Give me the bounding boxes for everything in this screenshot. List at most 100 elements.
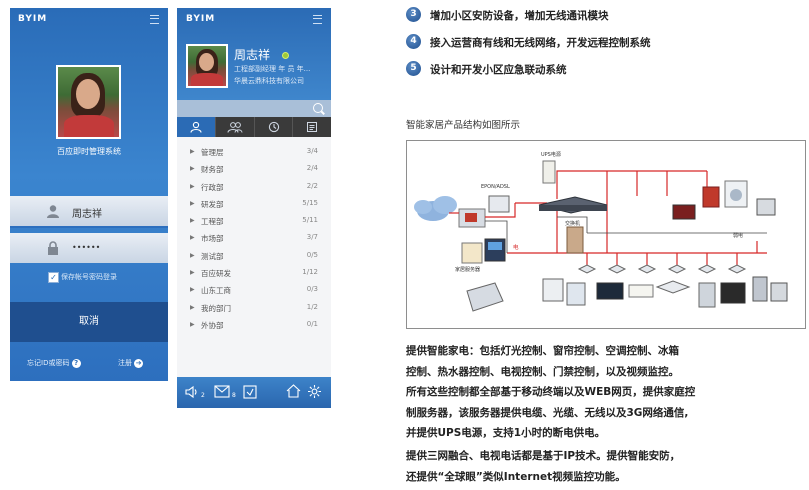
expand-arrow-icon: ▶ xyxy=(190,217,195,225)
group-row[interactable]: ▶ 我的部门 1/2 xyxy=(177,300,331,317)
tab-bar xyxy=(177,117,331,137)
group-count: 3/4 xyxy=(306,147,318,155)
group-count: 1/2 xyxy=(306,302,318,311)
volume-count: 2 xyxy=(201,392,205,399)
user-avatar[interactable] xyxy=(186,44,228,88)
remember-checkbox[interactable]: ✓ xyxy=(48,272,59,283)
forgot-label: 忘记ID或密码 xyxy=(27,359,70,367)
expand-arrow-icon: ▶ xyxy=(190,182,195,190)
online-status-icon[interactable] xyxy=(282,52,289,59)
group-row[interactable]: ▶ 财务部 2/4 xyxy=(177,161,331,178)
feature-text: 增加小区安防设备，增加无线通讯模块 xyxy=(430,10,609,22)
paragraph-line: 制服务器，该服务器提供电缆、光缆、无线以及3G网络通信, xyxy=(406,406,689,419)
meter2-device xyxy=(566,282,586,306)
fridge-device xyxy=(702,186,720,208)
sensor-device xyxy=(752,276,768,302)
phone2-device xyxy=(770,282,788,302)
group-count: 5/15 xyxy=(302,198,318,207)
tab-notes[interactable] xyxy=(293,117,331,137)
group-name: 管理层 xyxy=(201,148,224,157)
register-link[interactable]: 注册 ➔ xyxy=(118,358,144,368)
group-name: 研发部 xyxy=(201,199,224,209)
profile-header: BYIM 周志祥 工程部副经理 年 员 年... 华晨云鼎科技有限公司 xyxy=(177,8,331,100)
ups-device xyxy=(542,160,556,184)
group-row[interactable]: ▶ 工程部 5/11 xyxy=(177,213,331,230)
volume-icon[interactable] xyxy=(185,385,199,399)
router-label: EPON/ADSL xyxy=(481,184,510,190)
home-server-device xyxy=(461,242,483,264)
expand-arrow-icon: ▶ xyxy=(190,303,195,311)
group-row[interactable]: ▶ 外协部 0/1 xyxy=(177,317,331,334)
contacts-screen: BYIM 周志祥 工程部副经理 年 员 年... 华晨云鼎科技有限公司 xyxy=(177,8,331,408)
group-name: 测试部 xyxy=(201,251,224,261)
user-avatar xyxy=(56,65,121,139)
help-icon: ? xyxy=(71,358,81,368)
group-name: 外协部 xyxy=(201,320,224,330)
home-server-label: 家居服务器 xyxy=(455,266,480,273)
electricity-label: 电 xyxy=(513,243,519,251)
ups-label: UPS电源 xyxy=(541,151,561,158)
monitor-device xyxy=(596,282,624,300)
register-label: 注册 xyxy=(118,359,132,367)
forgot-password-link[interactable]: 忘记ID或密码 ? xyxy=(27,358,81,368)
paragraph-line: 所有这些控制都全部基于移动终端以及WEB网页，提供家庭控 xyxy=(406,386,696,398)
user-name: 周志祥 xyxy=(234,48,271,62)
group-row[interactable]: ▶ 管理层 3/4 xyxy=(177,144,331,161)
menu-icon[interactable] xyxy=(313,15,322,24)
door-device xyxy=(566,226,584,254)
arrow-right-icon: ➔ xyxy=(134,358,144,368)
ac-device xyxy=(655,280,691,294)
mail-icon[interactable] xyxy=(214,385,230,398)
meter-device xyxy=(542,278,564,302)
group-name: 我的部门 xyxy=(201,303,231,313)
group-count: 2/4 xyxy=(306,164,318,173)
password-field[interactable]: •••••• xyxy=(10,233,168,263)
expand-arrow-icon: ▶ xyxy=(190,234,195,242)
brand-logo: BYIM xyxy=(186,14,216,24)
search-bar[interactable] xyxy=(177,100,331,117)
expand-arrow-icon: ▶ xyxy=(190,269,195,277)
group-count: 0/1 xyxy=(306,319,318,328)
tab-history[interactable] xyxy=(255,117,294,137)
group-name: 工程部 xyxy=(201,217,224,227)
paragraph-line: 还提供“全球眼”类似Internet视频监控功能。 xyxy=(406,470,626,483)
remember-label: 保存帐号密码登录 xyxy=(61,273,117,281)
number-badge: 5 xyxy=(406,61,421,76)
paragraph-line: 控制、热水器控制、电视控制、门禁控制，以及视频监控。 xyxy=(406,365,679,378)
expand-arrow-icon: ▶ xyxy=(190,148,195,155)
username-field[interactable]: 周志祥 xyxy=(10,196,168,226)
group-name: 财务部 xyxy=(201,165,224,175)
system-diagram: EPON/ADSL 交换机 UPS电源 家居服务器 电 弱电 xyxy=(406,140,806,329)
expand-arrow-icon: ▶ xyxy=(190,165,195,173)
home-icon[interactable] xyxy=(286,384,301,398)
group-row[interactable]: ▶ 研发部 5/15 xyxy=(177,196,331,213)
paragraph-line: 提供智能家电：包括灯光控制、窗帘控制、空调控制、冰箱 xyxy=(406,345,679,357)
menu-icon[interactable] xyxy=(150,15,159,24)
number-badge: 3 xyxy=(406,7,421,22)
weak-current-label: 弱电 xyxy=(733,232,743,239)
login-screen: BYIM 百应即时管理系统 周志祥 •••••• ✓ 保存帐号密码登录 取消 忘… xyxy=(10,8,168,381)
expand-arrow-icon: ▶ xyxy=(190,320,195,328)
search-icon[interactable] xyxy=(313,103,323,113)
settings-icon[interactable] xyxy=(307,384,322,399)
panel-device xyxy=(698,282,716,308)
cancel-button[interactable]: 取消 xyxy=(10,302,168,342)
tv-device xyxy=(672,204,696,220)
brand-logo: BYIM xyxy=(18,14,48,24)
tab-contacts[interactable] xyxy=(177,117,216,137)
phone-device xyxy=(756,198,776,216)
mail-count: 8 xyxy=(232,392,236,399)
group-count: 3/7 xyxy=(306,233,318,242)
tab-groups[interactable] xyxy=(216,117,255,137)
group-count: 5/11 xyxy=(302,216,318,225)
notes-icon xyxy=(307,122,318,132)
expand-arrow-icon: ▶ xyxy=(190,199,195,207)
group-count: 0/3 xyxy=(306,285,318,294)
file-icon[interactable] xyxy=(243,385,257,399)
